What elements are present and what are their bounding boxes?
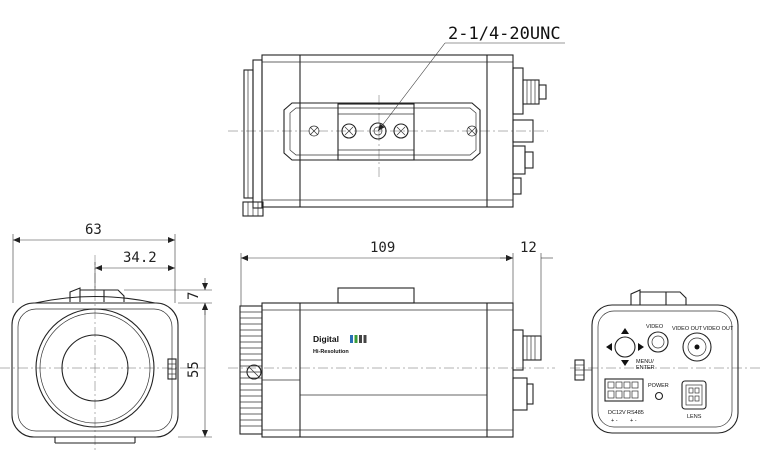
nav-left-icon (606, 343, 612, 351)
label-menu: MENU/ (636, 359, 654, 365)
dim-offset: 34.2 (123, 250, 157, 266)
label-power: POWER (648, 383, 669, 389)
thread-callout: 2-1/4-20UNC (377, 24, 565, 132)
front-dimensions: 63 34.2 7 55 (12, 222, 212, 438)
label-dc12v: DC12V (608, 410, 626, 416)
thread-label: 2-1/4-20UNC (448, 24, 561, 44)
power-led (654, 391, 664, 401)
logo-bar-4 (363, 335, 367, 343)
knurl-pattern (240, 311, 262, 427)
label-rs485: RS485 (627, 410, 644, 416)
dim-length: 109 (370, 240, 395, 256)
label-video-out-1: VIDEO OUT (672, 326, 703, 332)
logo-hires: Hi-Resolution (313, 349, 349, 355)
nav-down-icon (621, 360, 629, 366)
label-lens: LENS (687, 414, 702, 420)
logo-bar-3 (359, 335, 362, 343)
rear-view: VIDEO MENU/ ENTER VIDEO OUT VIDEO OUT DC… (570, 289, 763, 434)
label-video-out-2: VIDEO OUT (703, 326, 734, 332)
side-view (228, 287, 555, 438)
logo-digital: Digital (313, 334, 339, 344)
label-rs-polarity: + - (630, 418, 637, 424)
nav-right-icon (638, 343, 644, 351)
front-view (0, 255, 205, 450)
label-dc-polarity: + - (611, 418, 618, 424)
brand-logo: Digital Hi-Resolution (313, 334, 367, 355)
dim-height: 55 (186, 361, 202, 378)
dim-width: 63 (85, 222, 102, 238)
dim-top-gap: 7 (186, 292, 202, 300)
top-view (228, 54, 548, 217)
terminal-pins (607, 381, 639, 399)
logo-bar-1 (350, 335, 353, 343)
nav-up-icon (621, 328, 629, 334)
label-enter: ENTER (636, 365, 655, 371)
label-video: VIDEO (646, 324, 664, 330)
side-dimensions: 109 12 (240, 240, 553, 336)
dim-rear: 12 (520, 240, 537, 256)
logo-bar-2 (354, 335, 358, 343)
